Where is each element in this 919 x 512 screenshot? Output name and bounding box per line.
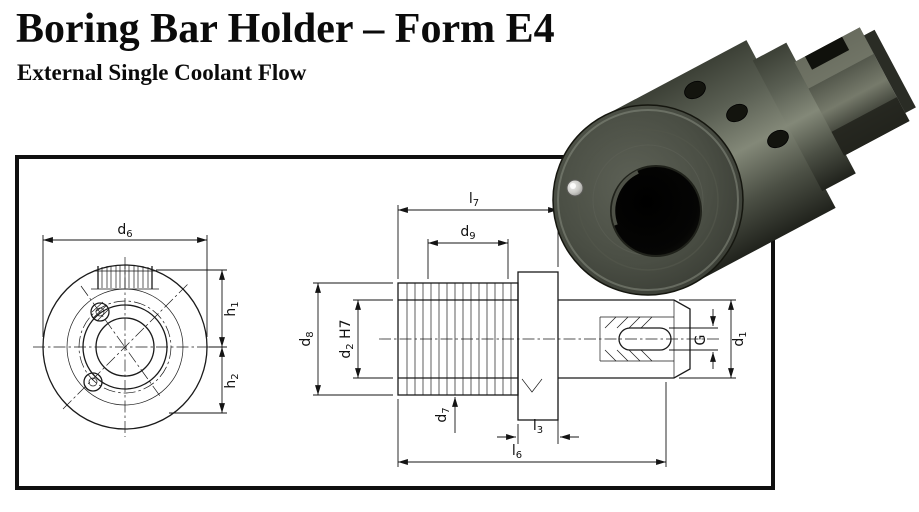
dim-d1: d1 (679, 299, 749, 379)
dim-d9: d9 (427, 224, 509, 279)
shank-tip (863, 29, 916, 114)
coolant-notch (521, 378, 543, 393)
dim-l6: l6 (397, 382, 667, 467)
front-view: d6 h1 h2 (33, 222, 241, 437)
clamp-slot (91, 265, 159, 290)
page-subtitle: External Single Coolant Flow (17, 60, 307, 85)
dim-g: G (669, 309, 718, 369)
tool-top-holes (684, 80, 789, 149)
dim-h1-h2: h1 h2 (156, 269, 241, 414)
dim-label-h1: h1 (223, 301, 241, 316)
clamp-slot-hatch (101, 265, 149, 288)
dim-label-l6: l6 (512, 443, 522, 461)
dim-label-d9: d9 (460, 224, 475, 242)
page-title: Boring Bar Holder – Form E4 (16, 6, 555, 52)
dim-label-l7: l7 (469, 191, 479, 209)
dim-l3: l3 (497, 382, 579, 444)
dim-label-d1: d1 (731, 331, 749, 346)
dim-label-g: G (693, 335, 709, 346)
screw-hole-top (90, 301, 110, 322)
dim-d7: d7 (434, 397, 458, 433)
technical-drawing: d6 h1 h2 (33, 191, 749, 467)
dim-label-d8: d8 (298, 331, 316, 346)
dim-label-d7: d7 (434, 407, 452, 422)
dim-label-d6: d6 (117, 222, 132, 240)
dim-label-d2: d2 H7 (338, 319, 356, 358)
dim-d8: d8 (298, 282, 393, 396)
shank (558, 299, 691, 379)
dim-label-l3: l3 (533, 418, 543, 436)
tool-face (552, 104, 744, 296)
product-photo (552, 27, 916, 296)
flange (517, 271, 559, 421)
dim-l7: l7 (397, 191, 559, 279)
dim-d2: d2 H7 (338, 299, 393, 379)
shank-notch (805, 36, 850, 70)
coolant-tube (618, 327, 672, 351)
dim-d6: d6 (42, 222, 208, 337)
clamp-slits (406, 283, 512, 395)
thread-hatch (604, 316, 653, 362)
tool-neck (752, 42, 856, 192)
tool-bore (610, 165, 702, 257)
shank-facet-bottom (831, 97, 910, 156)
side-view: l7 d9 d8 d2 H7 (298, 191, 749, 467)
screw-hole-bottom (83, 372, 103, 392)
dim-label-h2: h2 (223, 373, 241, 388)
